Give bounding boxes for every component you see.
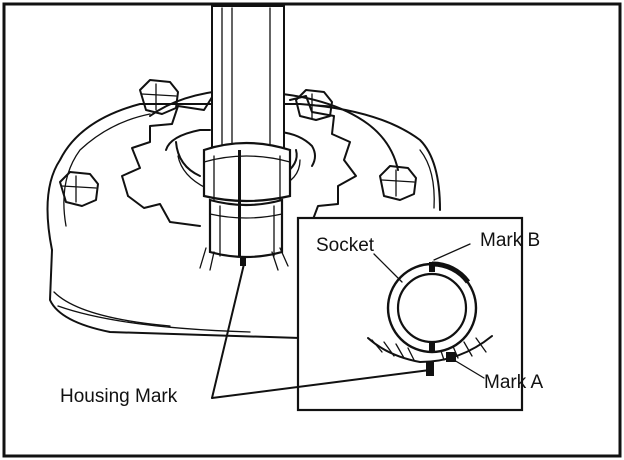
housing-mark-leader-left	[211, 263, 245, 399]
socket-tool	[199, 5, 292, 271]
bolt-right-bottom	[379, 165, 417, 201]
socket-inner-ring	[396, 272, 468, 344]
mark-b-leader-line	[433, 243, 471, 261]
mark-a-block	[446, 352, 456, 362]
inset-detail-box	[296, 216, 524, 412]
bolt-left-bottom	[59, 171, 99, 207]
socket-bottom-notch	[429, 342, 435, 352]
mark-b-label: Mark B	[480, 230, 540, 251]
socket-leader-line	[373, 253, 403, 283]
mark-b-notch	[429, 262, 435, 272]
bolt-left-top	[139, 79, 179, 115]
mark-a-leader-line	[453, 359, 485, 379]
mark-a-label: Mark A	[484, 372, 543, 393]
housing-mark-leader-right	[211, 369, 431, 399]
bolt-right-top	[295, 89, 333, 121]
housing-mark-label: Housing Mark	[60, 386, 178, 407]
socket-label: Socket	[316, 235, 375, 256]
sprocket-gear	[121, 93, 357, 227]
